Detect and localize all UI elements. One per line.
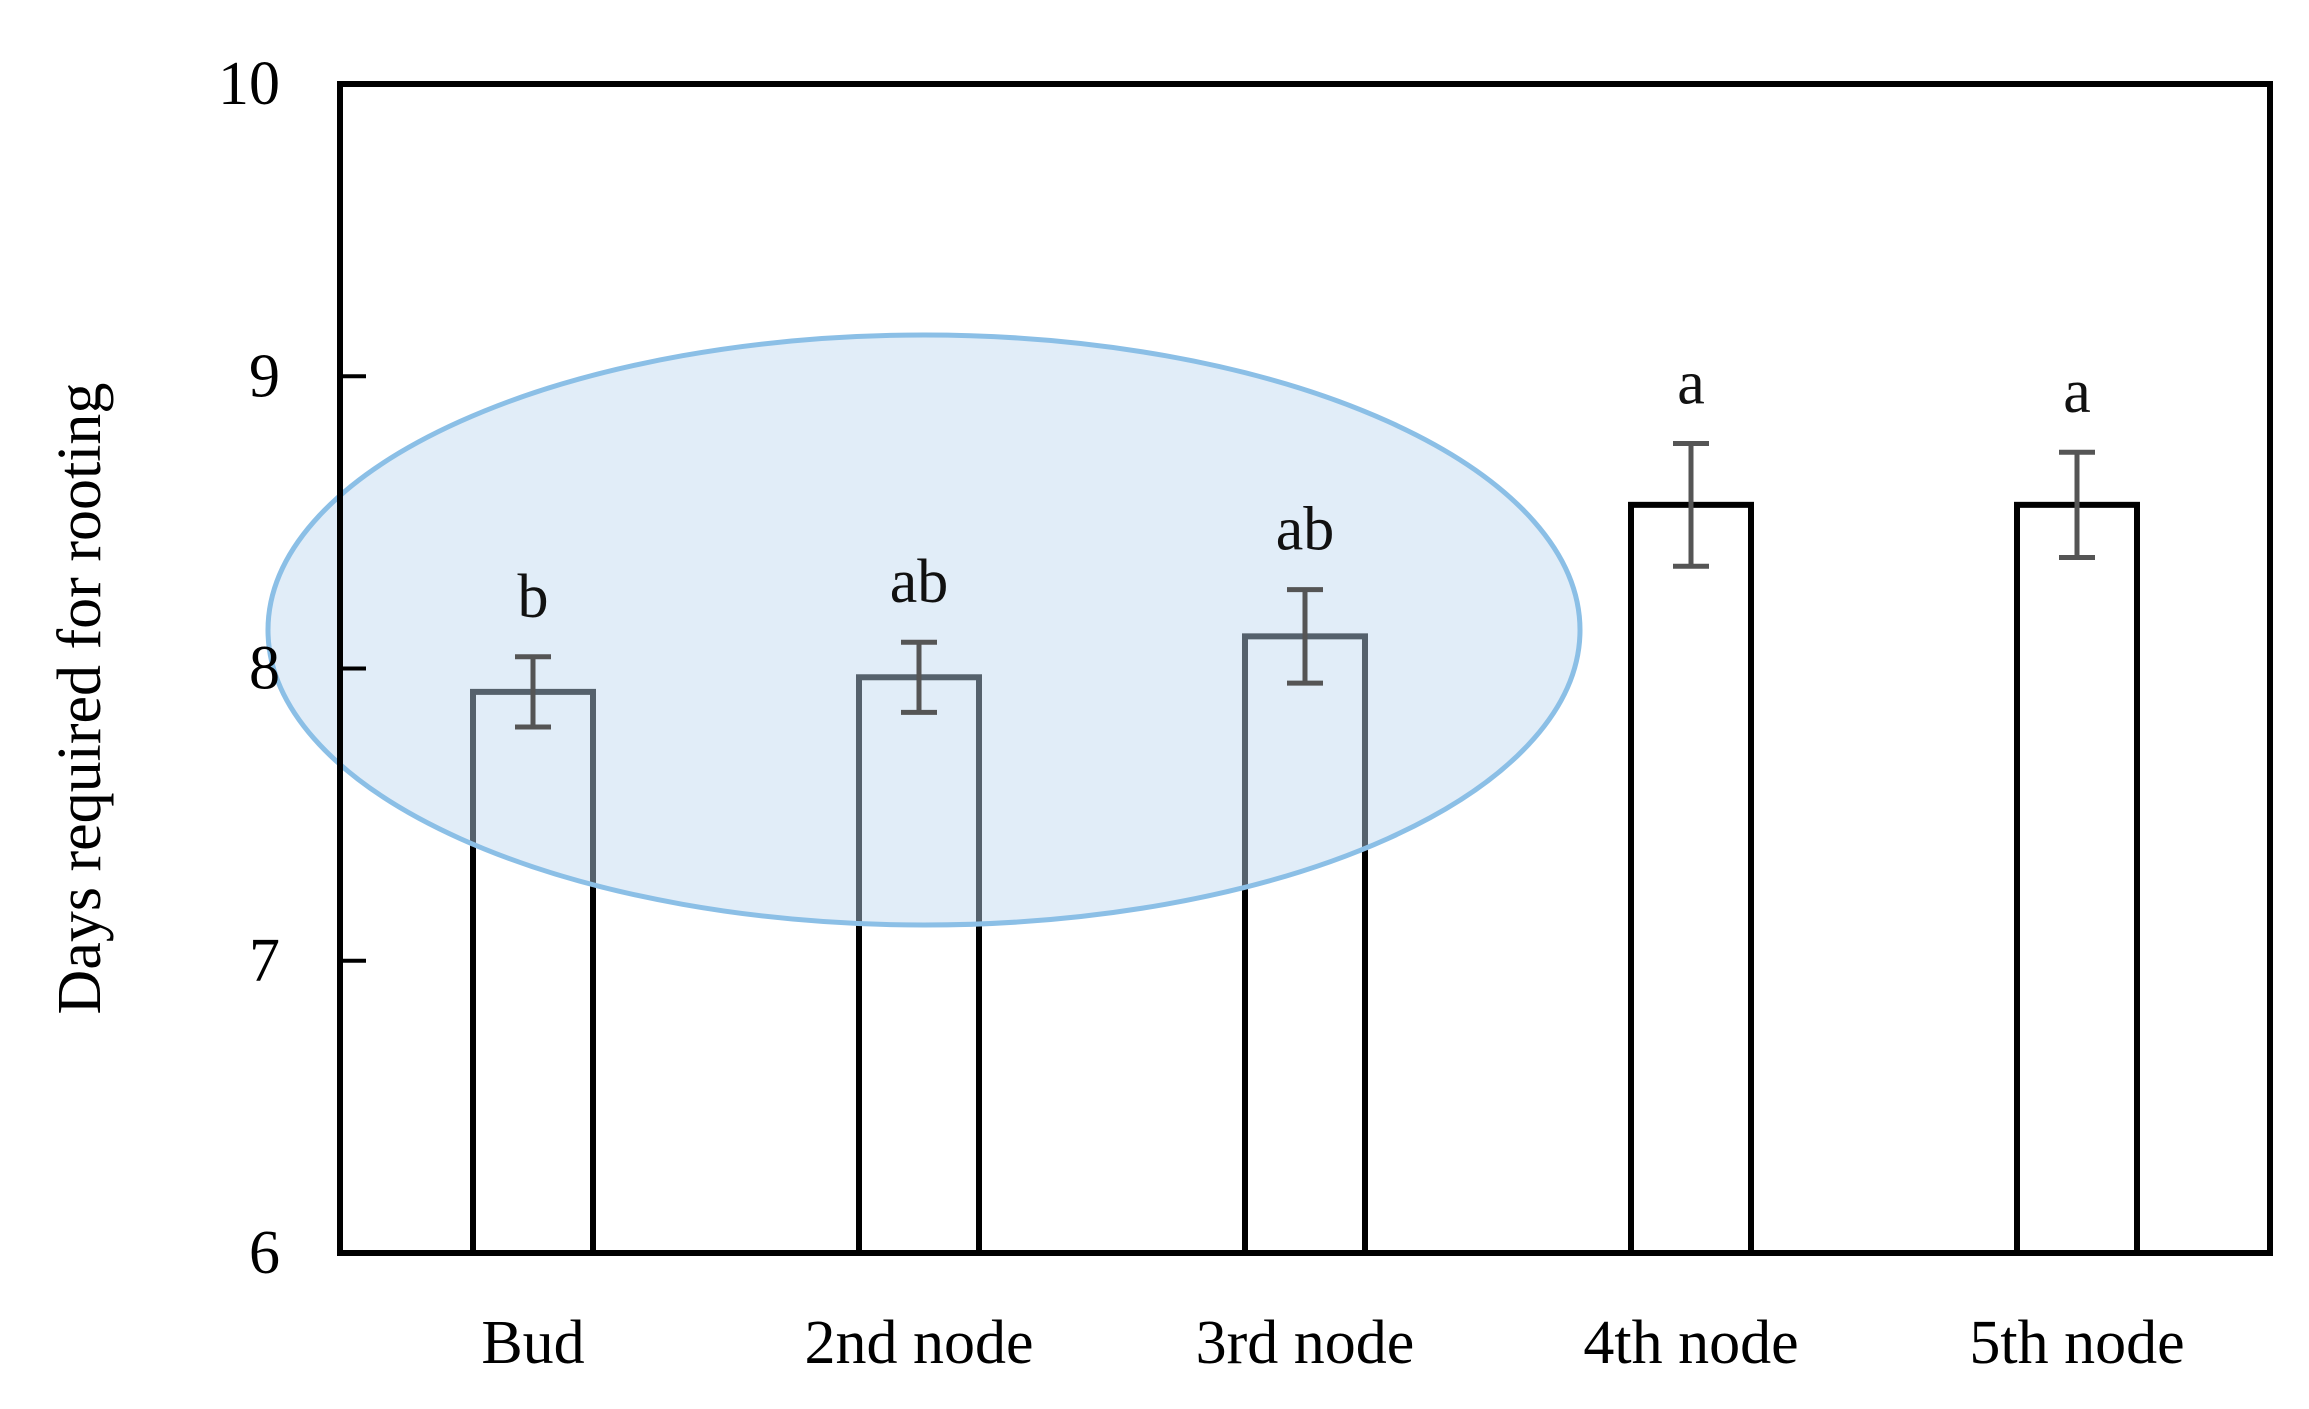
y-tick-label: 7 xyxy=(249,927,280,995)
x-axis-labels: Bud 2nd node 3rd node 4th node 5th node xyxy=(481,1309,2184,1377)
x-category-label: 3rd node xyxy=(1196,1309,1415,1377)
y-tick-label: 10 xyxy=(218,50,280,118)
highlight-ellipse xyxy=(265,332,1583,928)
error-bar xyxy=(901,639,937,715)
y-tick-label: 9 xyxy=(249,342,280,410)
error-bar xyxy=(1673,440,1709,569)
y-axis-title: Days required for rooting xyxy=(46,383,114,1015)
significance-letter: a xyxy=(1677,349,1705,417)
significance-letter: b xyxy=(518,563,549,631)
y-axis-ticks: 6 7 8 9 10 xyxy=(218,50,366,1287)
bar xyxy=(2014,501,2140,1256)
significance-letter: ab xyxy=(890,548,949,616)
bar xyxy=(856,674,982,1256)
x-category-label: Bud xyxy=(481,1309,584,1377)
error-bars-layer xyxy=(515,440,2095,730)
error-bar xyxy=(515,654,551,730)
x-category-label: 2nd node xyxy=(804,1309,1033,1377)
significance-letter: ab xyxy=(1276,496,1335,564)
bar xyxy=(1628,501,1754,1256)
y-tick-label: 8 xyxy=(249,635,280,703)
significance-letters-layer: b ab ab a a xyxy=(518,349,2091,630)
y-tick-label: 6 xyxy=(249,1219,280,1287)
significance-letter: a xyxy=(2063,358,2091,426)
error-bar xyxy=(2059,449,2095,560)
bar xyxy=(470,688,596,1256)
error-bar xyxy=(1287,587,1323,686)
x-category-label: 4th node xyxy=(1583,1309,1798,1377)
x-category-label: 5th node xyxy=(1969,1309,2184,1377)
highlight-layer xyxy=(265,332,1583,928)
